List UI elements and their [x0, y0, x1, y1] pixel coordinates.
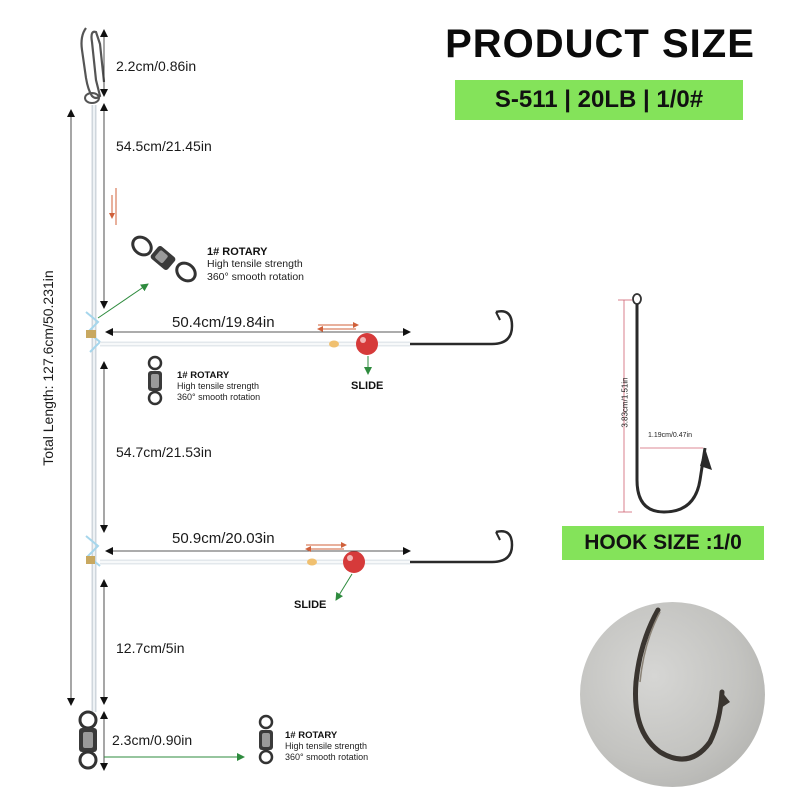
hook-gap-label: 1.19cm/0.47in: [648, 432, 692, 439]
branch-2-length: 50.9cm/20.03in: [172, 530, 275, 547]
hook-1-icon: [410, 310, 514, 346]
swivel-2-icon: [147, 355, 163, 406]
slide-label-1: SLIDE: [351, 380, 384, 392]
page-title: PRODUCT SIZE: [445, 22, 755, 66]
bottom-swivel-icon: [78, 710, 98, 770]
note-line: High tensile strength: [285, 741, 368, 751]
hook-detail-icon: [632, 293, 712, 514]
hook-length-label: 3.83cm/1.51in: [620, 377, 630, 428]
hook-size-badge: HOOK SIZE :1/0: [562, 526, 764, 560]
branch-1-length: 50.4cm/19.84in: [172, 314, 275, 331]
swivel-3-icon: [258, 714, 274, 765]
snap-length: 2.2cm/0.86in: [116, 58, 197, 74]
spec-badge: S-511 | 20LB | 1/0#: [455, 80, 743, 120]
bead-red: [356, 333, 378, 355]
note-line: High tensile strength: [207, 258, 303, 270]
swivel-note-1: 1# ROTARY High tensile strength 360° smo…: [207, 246, 304, 284]
swivel-note-2: 1# ROTARY High tensile strength 360° smo…: [177, 370, 260, 403]
note-title: 1# ROTARY: [285, 730, 338, 741]
upper-main-length: 54.5cm/21.45in: [116, 138, 212, 154]
hook-photo: [580, 602, 765, 787]
note-line: High tensile strength: [177, 381, 260, 391]
middle-main-length: 54.7cm/21.53in: [116, 444, 212, 460]
branch-1: [85, 310, 514, 355]
hook-2-icon: [410, 530, 514, 564]
note-title: 1# ROTARY: [177, 370, 230, 381]
swivel-note-3: 1# ROTARY High tensile strength 360° smo…: [285, 730, 368, 763]
branch-2: [85, 530, 514, 573]
bead-orange: [307, 558, 317, 566]
bead-red: [343, 551, 365, 573]
hook-photo-icon: [633, 607, 730, 762]
swivel-1-icon: [131, 235, 197, 283]
bottom-swivel-length: 2.3cm/0.90in: [112, 732, 193, 748]
lower-main-length: 12.7cm/5in: [116, 640, 185, 656]
note-line: 360° smooth rotation: [285, 752, 369, 762]
snap-clip-icon: [80, 27, 106, 104]
note-title: 1# ROTARY: [207, 246, 268, 258]
note-line: 360° smooth rotation: [177, 392, 261, 402]
note-line: 360° smooth rotation: [207, 271, 305, 283]
total-length: Total Length: 127.6cm/50.231in: [40, 270, 56, 466]
slide-label-2: SLIDE: [294, 599, 327, 611]
bead-orange: [329, 340, 339, 348]
